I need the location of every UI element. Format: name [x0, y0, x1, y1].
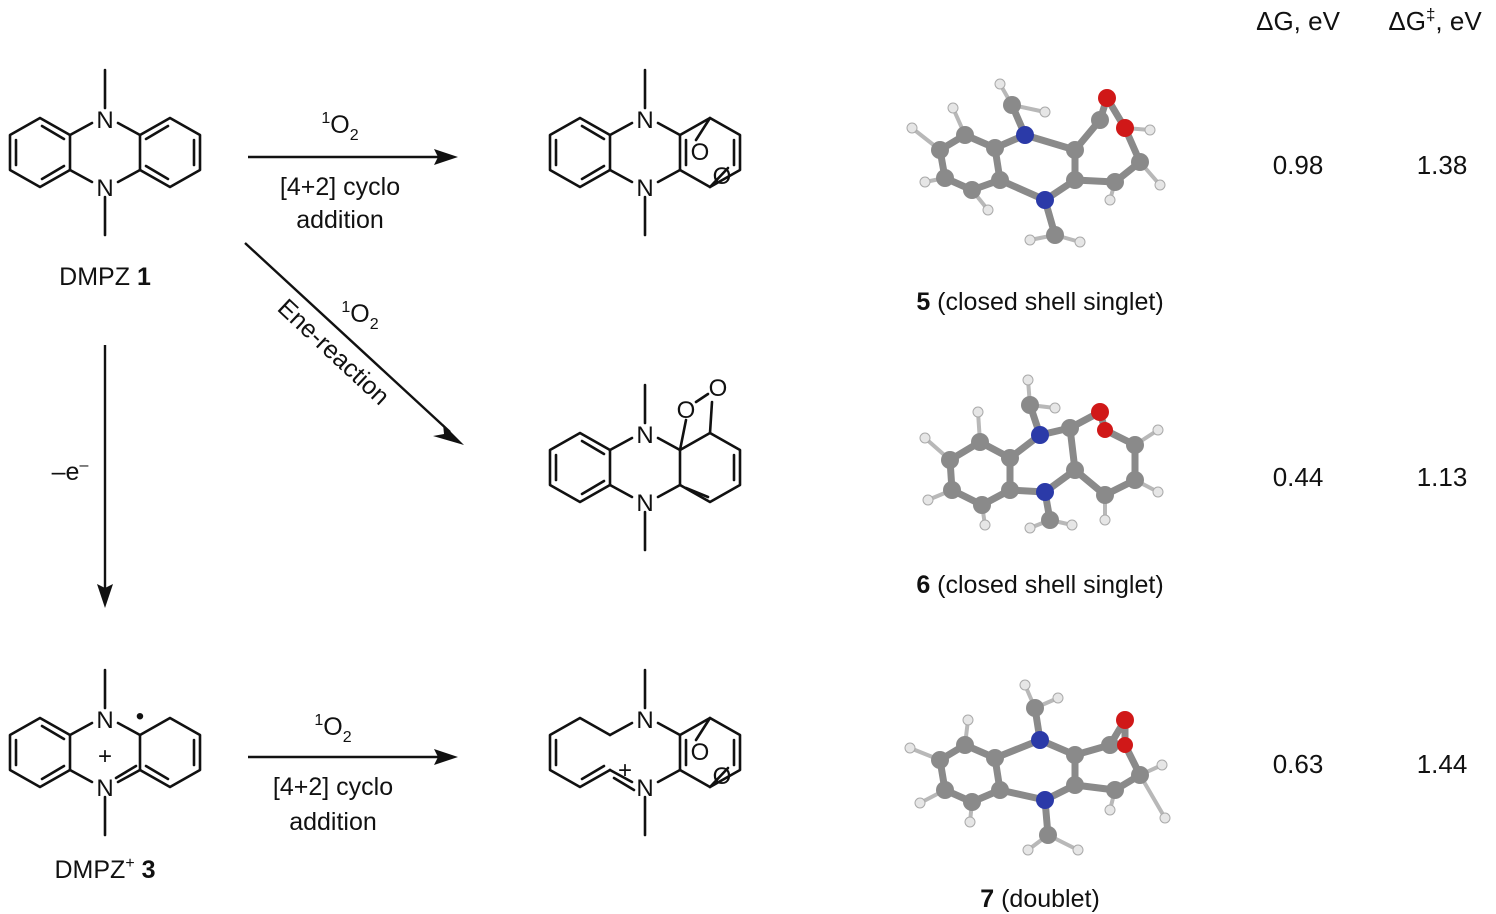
svg-text:–e–: –e–: [52, 457, 89, 486]
dmpz-structure: N N: [8, 68, 202, 237]
arrow-cycloaddition-bottom: 1O2 [4+2] cyclo addition: [248, 712, 458, 836]
svg-text:[4+2] cyclo: [4+2] cyclo: [273, 773, 393, 801]
svg-text:1O2: 1O2: [341, 299, 378, 333]
svg-text:O: O: [691, 739, 710, 766]
model-5-3d: [906, 78, 1166, 248]
product-7-dg-ts: 1.44: [1417, 749, 1468, 779]
svg-text:O: O: [691, 139, 710, 166]
product-7-dg: 0.63: [1273, 749, 1324, 779]
arrow-cycloaddition-top: 1O2 [4+2] cyclo addition: [248, 110, 458, 234]
dmpz-label: DMPZ 1: [59, 263, 151, 291]
svg-text:[4+2] cyclo: [4+2] cyclo: [280, 173, 400, 201]
arrow-oxidation: –e–: [52, 345, 113, 608]
dg-ts-header: ΔG‡, eV: [1388, 5, 1482, 36]
product-6-structure: N N O O: [548, 375, 742, 552]
svg-text:N: N: [96, 175, 113, 202]
product-5-dg: 0.98: [1273, 150, 1324, 180]
svg-text:N: N: [96, 707, 113, 734]
model-7-3d: [904, 679, 1171, 856]
svg-text:N: N: [636, 707, 653, 734]
svg-text:Ene-reaction: Ene-reaction: [272, 294, 395, 411]
svg-text:N: N: [96, 775, 113, 802]
product-5-label: 5 (closed shell singlet): [916, 288, 1163, 316]
svg-text:•: •: [136, 703, 144, 730]
product-5-dg-ts: 1.38: [1417, 150, 1468, 180]
product-6-label: 6 (closed shell singlet): [916, 571, 1163, 599]
svg-text:N: N: [636, 422, 653, 449]
svg-text:O: O: [677, 397, 696, 424]
svg-text:1O2: 1O2: [321, 110, 358, 144]
svg-text:addition: addition: [289, 808, 377, 836]
svg-text:O: O: [713, 763, 732, 790]
svg-text:1O2: 1O2: [314, 712, 351, 746]
product-6-dg: 0.44: [1273, 462, 1324, 492]
dmpz-cation-structure: N N + •: [8, 668, 202, 837]
dmpz-cation-label: DMPZ+ 3: [54, 855, 155, 884]
svg-text:addition: addition: [296, 206, 384, 234]
svg-text:O: O: [713, 163, 732, 190]
product-cation-structure: N N + O O: [548, 668, 742, 837]
svg-text:O: O: [709, 375, 728, 402]
svg-text:N: N: [96, 107, 113, 134]
svg-text:N: N: [636, 107, 653, 134]
svg-text:+: +: [98, 743, 112, 770]
svg-text:N: N: [636, 490, 653, 517]
svg-text:N: N: [636, 175, 653, 202]
svg-text:+: +: [618, 757, 632, 784]
arrow-ene-reaction: 1O2 Ene-reaction: [244, 242, 464, 445]
product-6-dg-ts: 1.13: [1417, 462, 1468, 492]
product-5-structure: N N O O: [548, 68, 742, 237]
dg-header: ΔG, eV: [1256, 6, 1340, 36]
svg-text:N: N: [636, 775, 653, 802]
model-6-3d: [919, 374, 1164, 534]
product-7-label: 7 (doublet): [980, 885, 1100, 913]
